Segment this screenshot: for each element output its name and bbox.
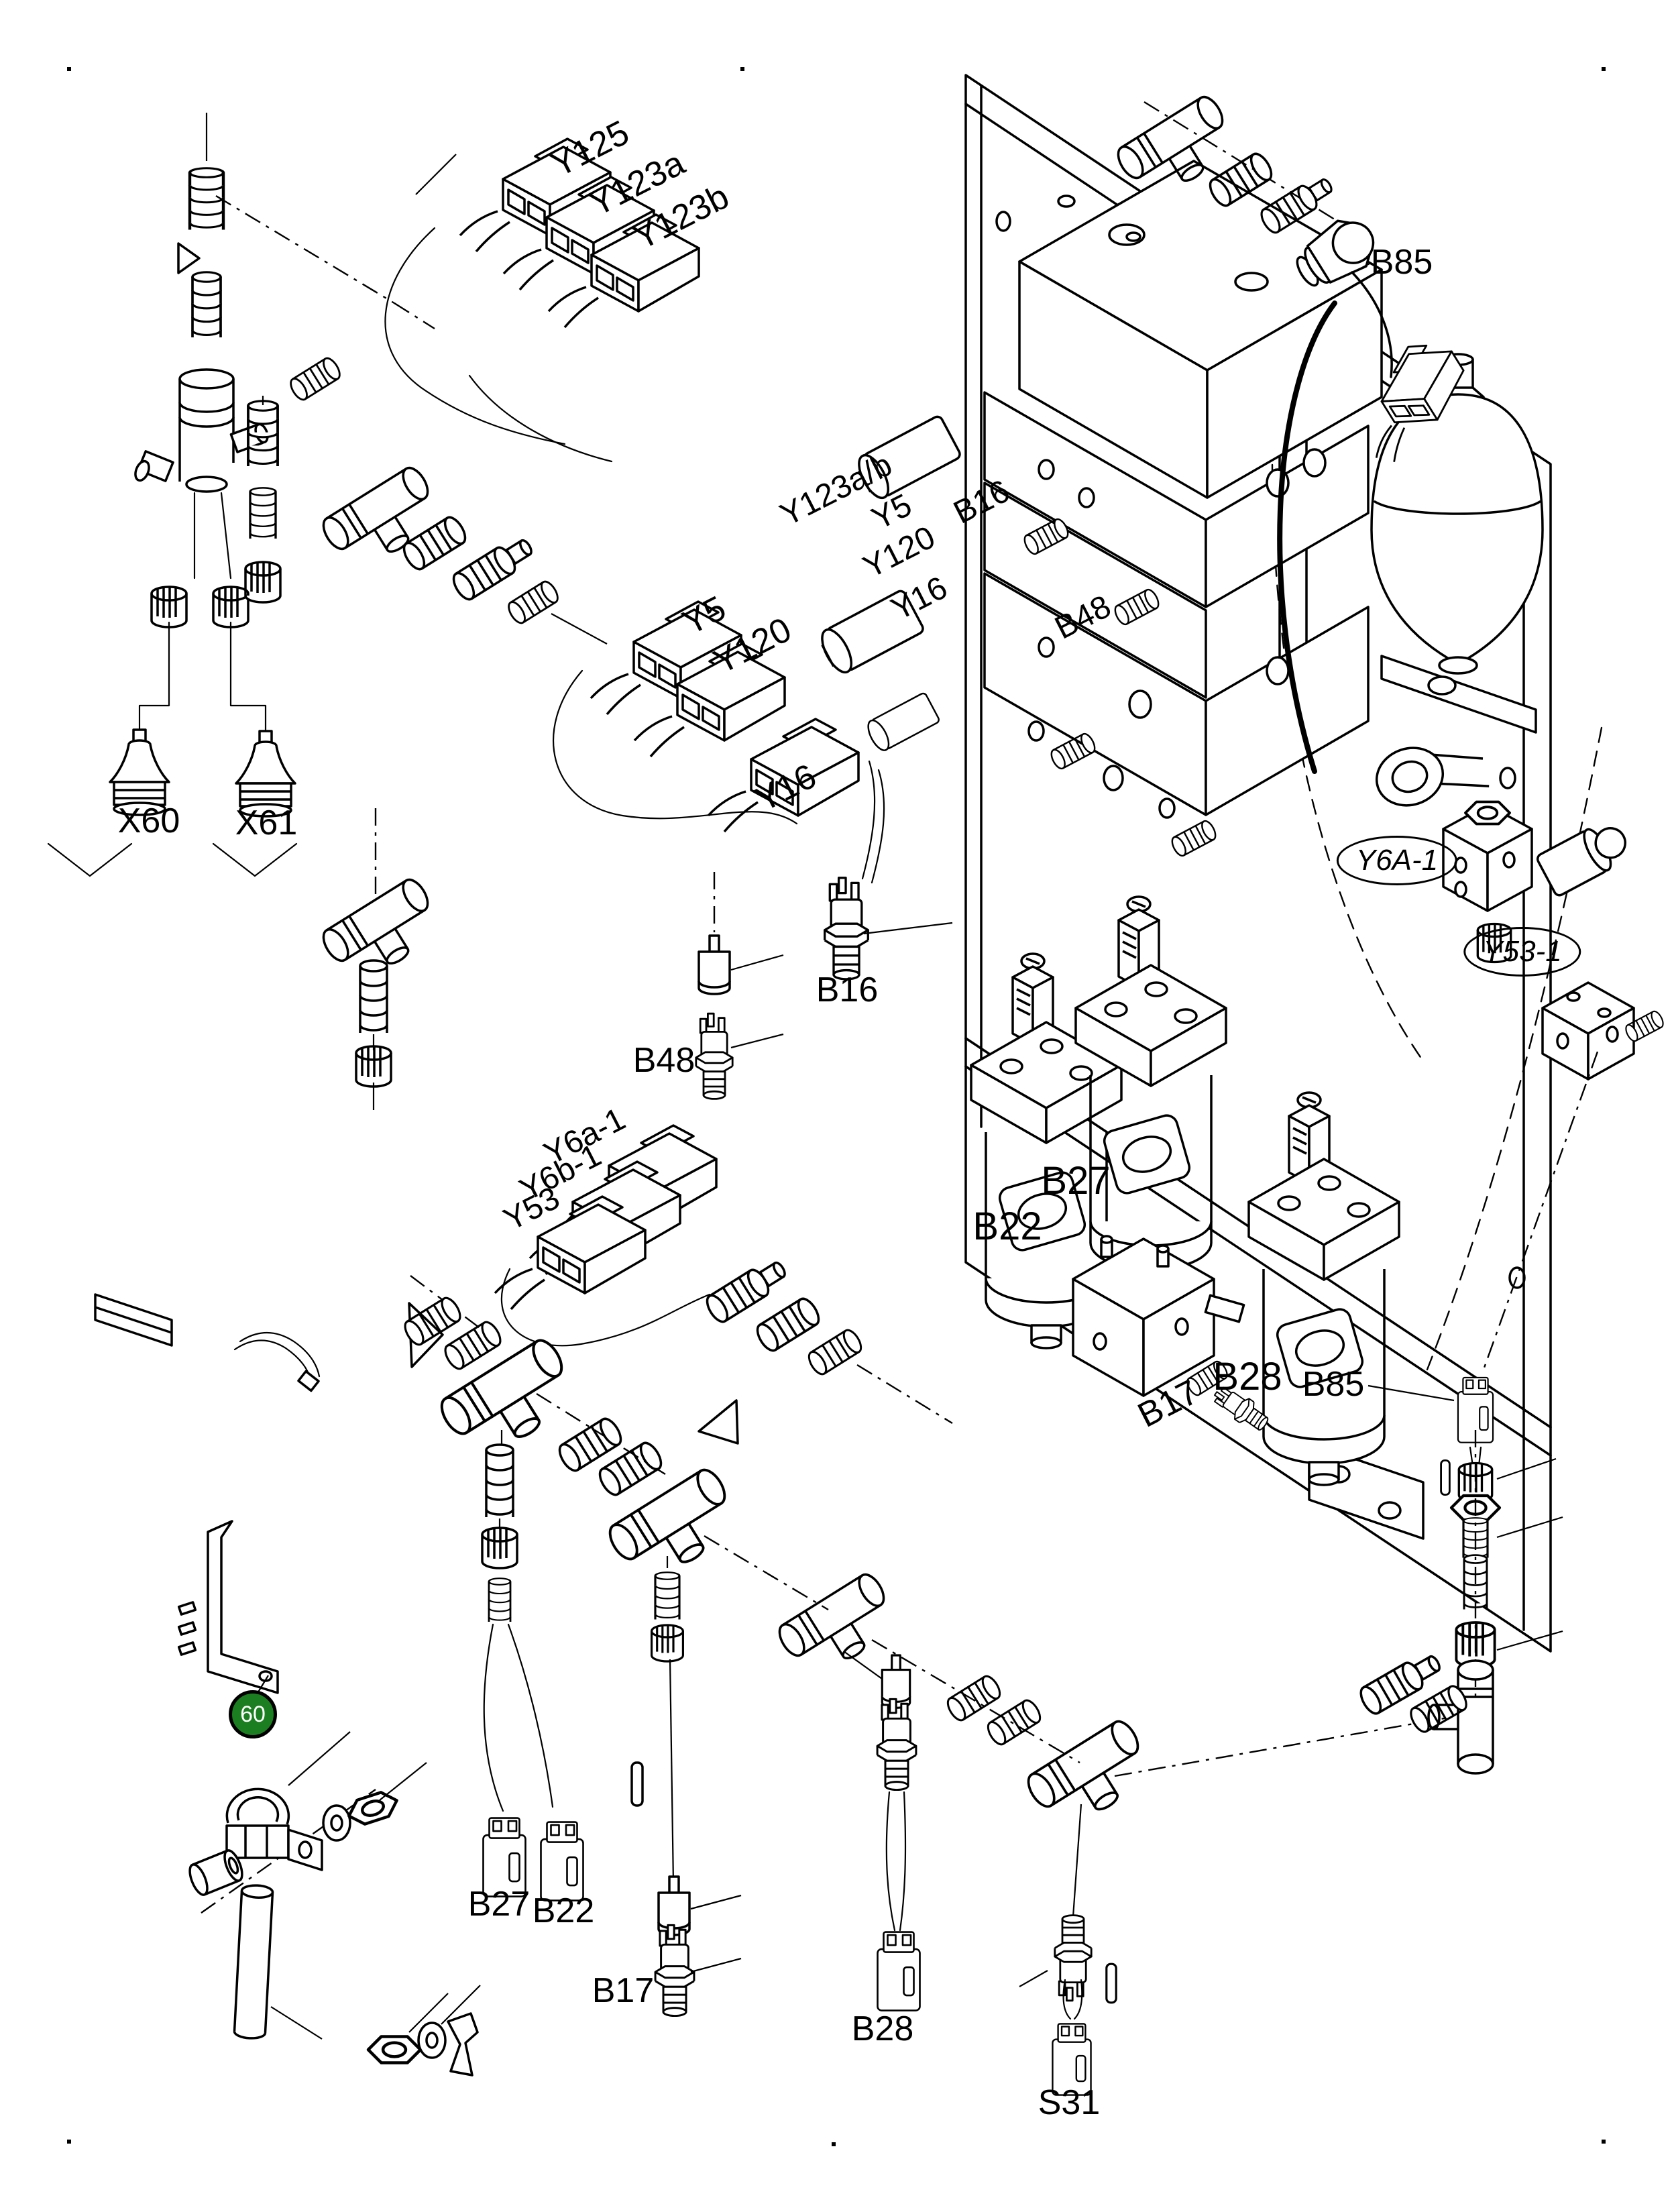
part-label-b16-mid: B16: [816, 971, 879, 1009]
part-label-b17-bottom: B17: [592, 1971, 655, 2010]
part-label-y6a-1-oval: Y6A-1: [1336, 836, 1458, 885]
valve-block-drawing: [821, 160, 1383, 859]
part-label-b28-bottom: B28: [851, 2009, 914, 2048]
part-label-b48-mid: B48: [632, 1041, 695, 1080]
part-label-b27: B27: [1041, 1159, 1111, 1203]
part-label-b22: B22: [972, 1205, 1042, 1248]
upper-mid-chain-drawing: [215, 195, 608, 645]
bottom-chain-drawing: [400, 1275, 1453, 2096]
part-label-b85-top: B85: [1370, 243, 1433, 282]
part-label-y53-1-oval: Y53-1: [1463, 927, 1581, 977]
y53-1-valve-drawing: [1541, 981, 1667, 1081]
left-stack-drawing: [47, 113, 298, 877]
item-balloon-60: 60: [229, 1690, 277, 1738]
part-label-b85-right: B85: [1302, 1365, 1365, 1404]
right-column-drawing: [1357, 1051, 1599, 1775]
part-label-s31: S31: [1038, 2083, 1101, 2122]
y6a1-valve-drawing: [1375, 746, 1626, 964]
top-left-connectors-drawing: [384, 137, 700, 463]
y6-connectors-drawing: [494, 1124, 953, 1425]
part-label-b27-bottom: B27: [467, 1885, 531, 1924]
bottom-left-parts-drawing: [94, 1293, 481, 2077]
registration-dots: [67, 67, 1606, 2146]
top-right-chain-drawing: [1112, 91, 1486, 774]
mid-connectors-drawing: [317, 600, 953, 1110]
part-label-x60: X60: [117, 801, 180, 840]
part-label-x61: X61: [235, 804, 298, 842]
part-label-b22-bottom: B22: [532, 1891, 595, 1930]
part-label-b28: B28: [1213, 1355, 1282, 1398]
b17-block-drawing: [1072, 1235, 1274, 1437]
